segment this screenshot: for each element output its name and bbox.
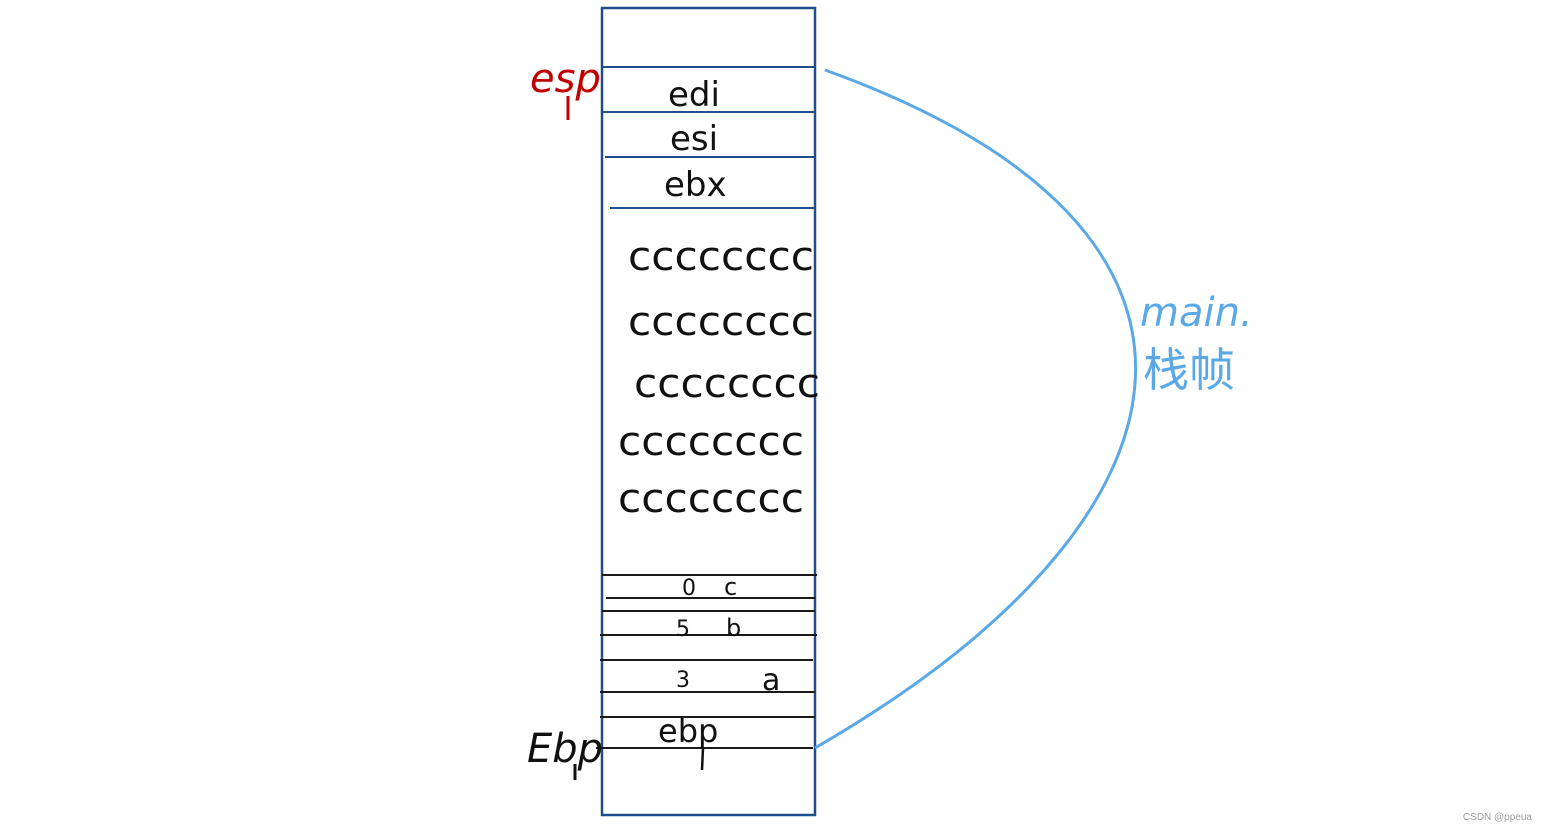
- esp-pointer-label: esp: [530, 56, 601, 102]
- slot-edi-label: edi: [668, 75, 720, 115]
- fill-row-5: cccccccc: [618, 476, 804, 522]
- slot-ebx-label: ebx: [664, 165, 727, 205]
- stack-outline: [600, 6, 817, 817]
- slot-esi-label: esi: [670, 119, 718, 159]
- fill-row-4: cccccccc: [618, 419, 804, 465]
- fill-row-2: cccccccc: [628, 299, 814, 345]
- fill-row-3: cccccccc: [634, 361, 820, 407]
- frame-label-line2: 栈帧: [1143, 343, 1235, 397]
- fill-row-1: cccccccc: [628, 234, 814, 280]
- param-name-b: b: [726, 614, 741, 642]
- frame-label-line1: main.: [1140, 290, 1253, 336]
- param-name-c: c: [724, 573, 737, 601]
- frame-bracket-curve: [814, 68, 1137, 750]
- param-value-b: 5: [676, 617, 690, 642]
- saved-ebp-tick: [700, 747, 705, 771]
- param-value-a: 3: [676, 668, 690, 693]
- param-value-c: 0: [682, 576, 696, 601]
- slot-saved-ebp-label: ebp: [658, 712, 718, 750]
- param-name-a: a: [762, 663, 780, 698]
- watermark-text: CSDN @ppeua: [1462, 812, 1532, 823]
- ebp-pointer-label: Ebp: [527, 726, 603, 772]
